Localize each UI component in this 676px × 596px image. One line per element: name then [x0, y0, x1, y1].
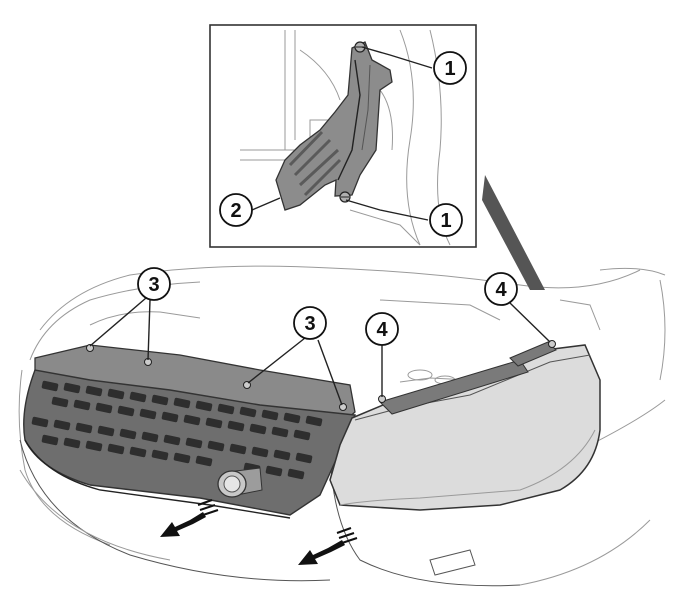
- headlamp-assembly: [329, 340, 601, 511]
- callout-1-top: 1: [433, 51, 467, 85]
- callout-4-middle: 4: [365, 312, 399, 346]
- callout-3-middle: 3: [293, 306, 327, 340]
- removal-arrow-icon: [160, 499, 219, 537]
- callout-number: 1: [444, 58, 455, 80]
- callout-4-right: 4: [484, 272, 518, 306]
- callout-number: 3: [148, 274, 159, 296]
- headlamp-bracket: [275, 41, 393, 211]
- callout-number: 4: [495, 279, 507, 301]
- inset-detail-box: [209, 24, 545, 290]
- callout-number: 4: [376, 319, 388, 341]
- fastener-icon: [86, 344, 347, 411]
- callout-leaders: [89, 297, 551, 406]
- callout-number: 3: [304, 313, 315, 335]
- callout-number: 2: [230, 200, 241, 222]
- callout-2: 2: [219, 193, 253, 227]
- callout-number: 1: [440, 210, 451, 232]
- front-grille: [23, 344, 356, 519]
- vehicle-body-outline: [18, 265, 666, 587]
- fastener-icon: [339, 191, 351, 203]
- removal-arrow-icon: [298, 527, 358, 565]
- callout-3-left: 3: [137, 267, 171, 301]
- grille-badge: [217, 467, 263, 498]
- callout-1-bottom: 1: [429, 203, 463, 237]
